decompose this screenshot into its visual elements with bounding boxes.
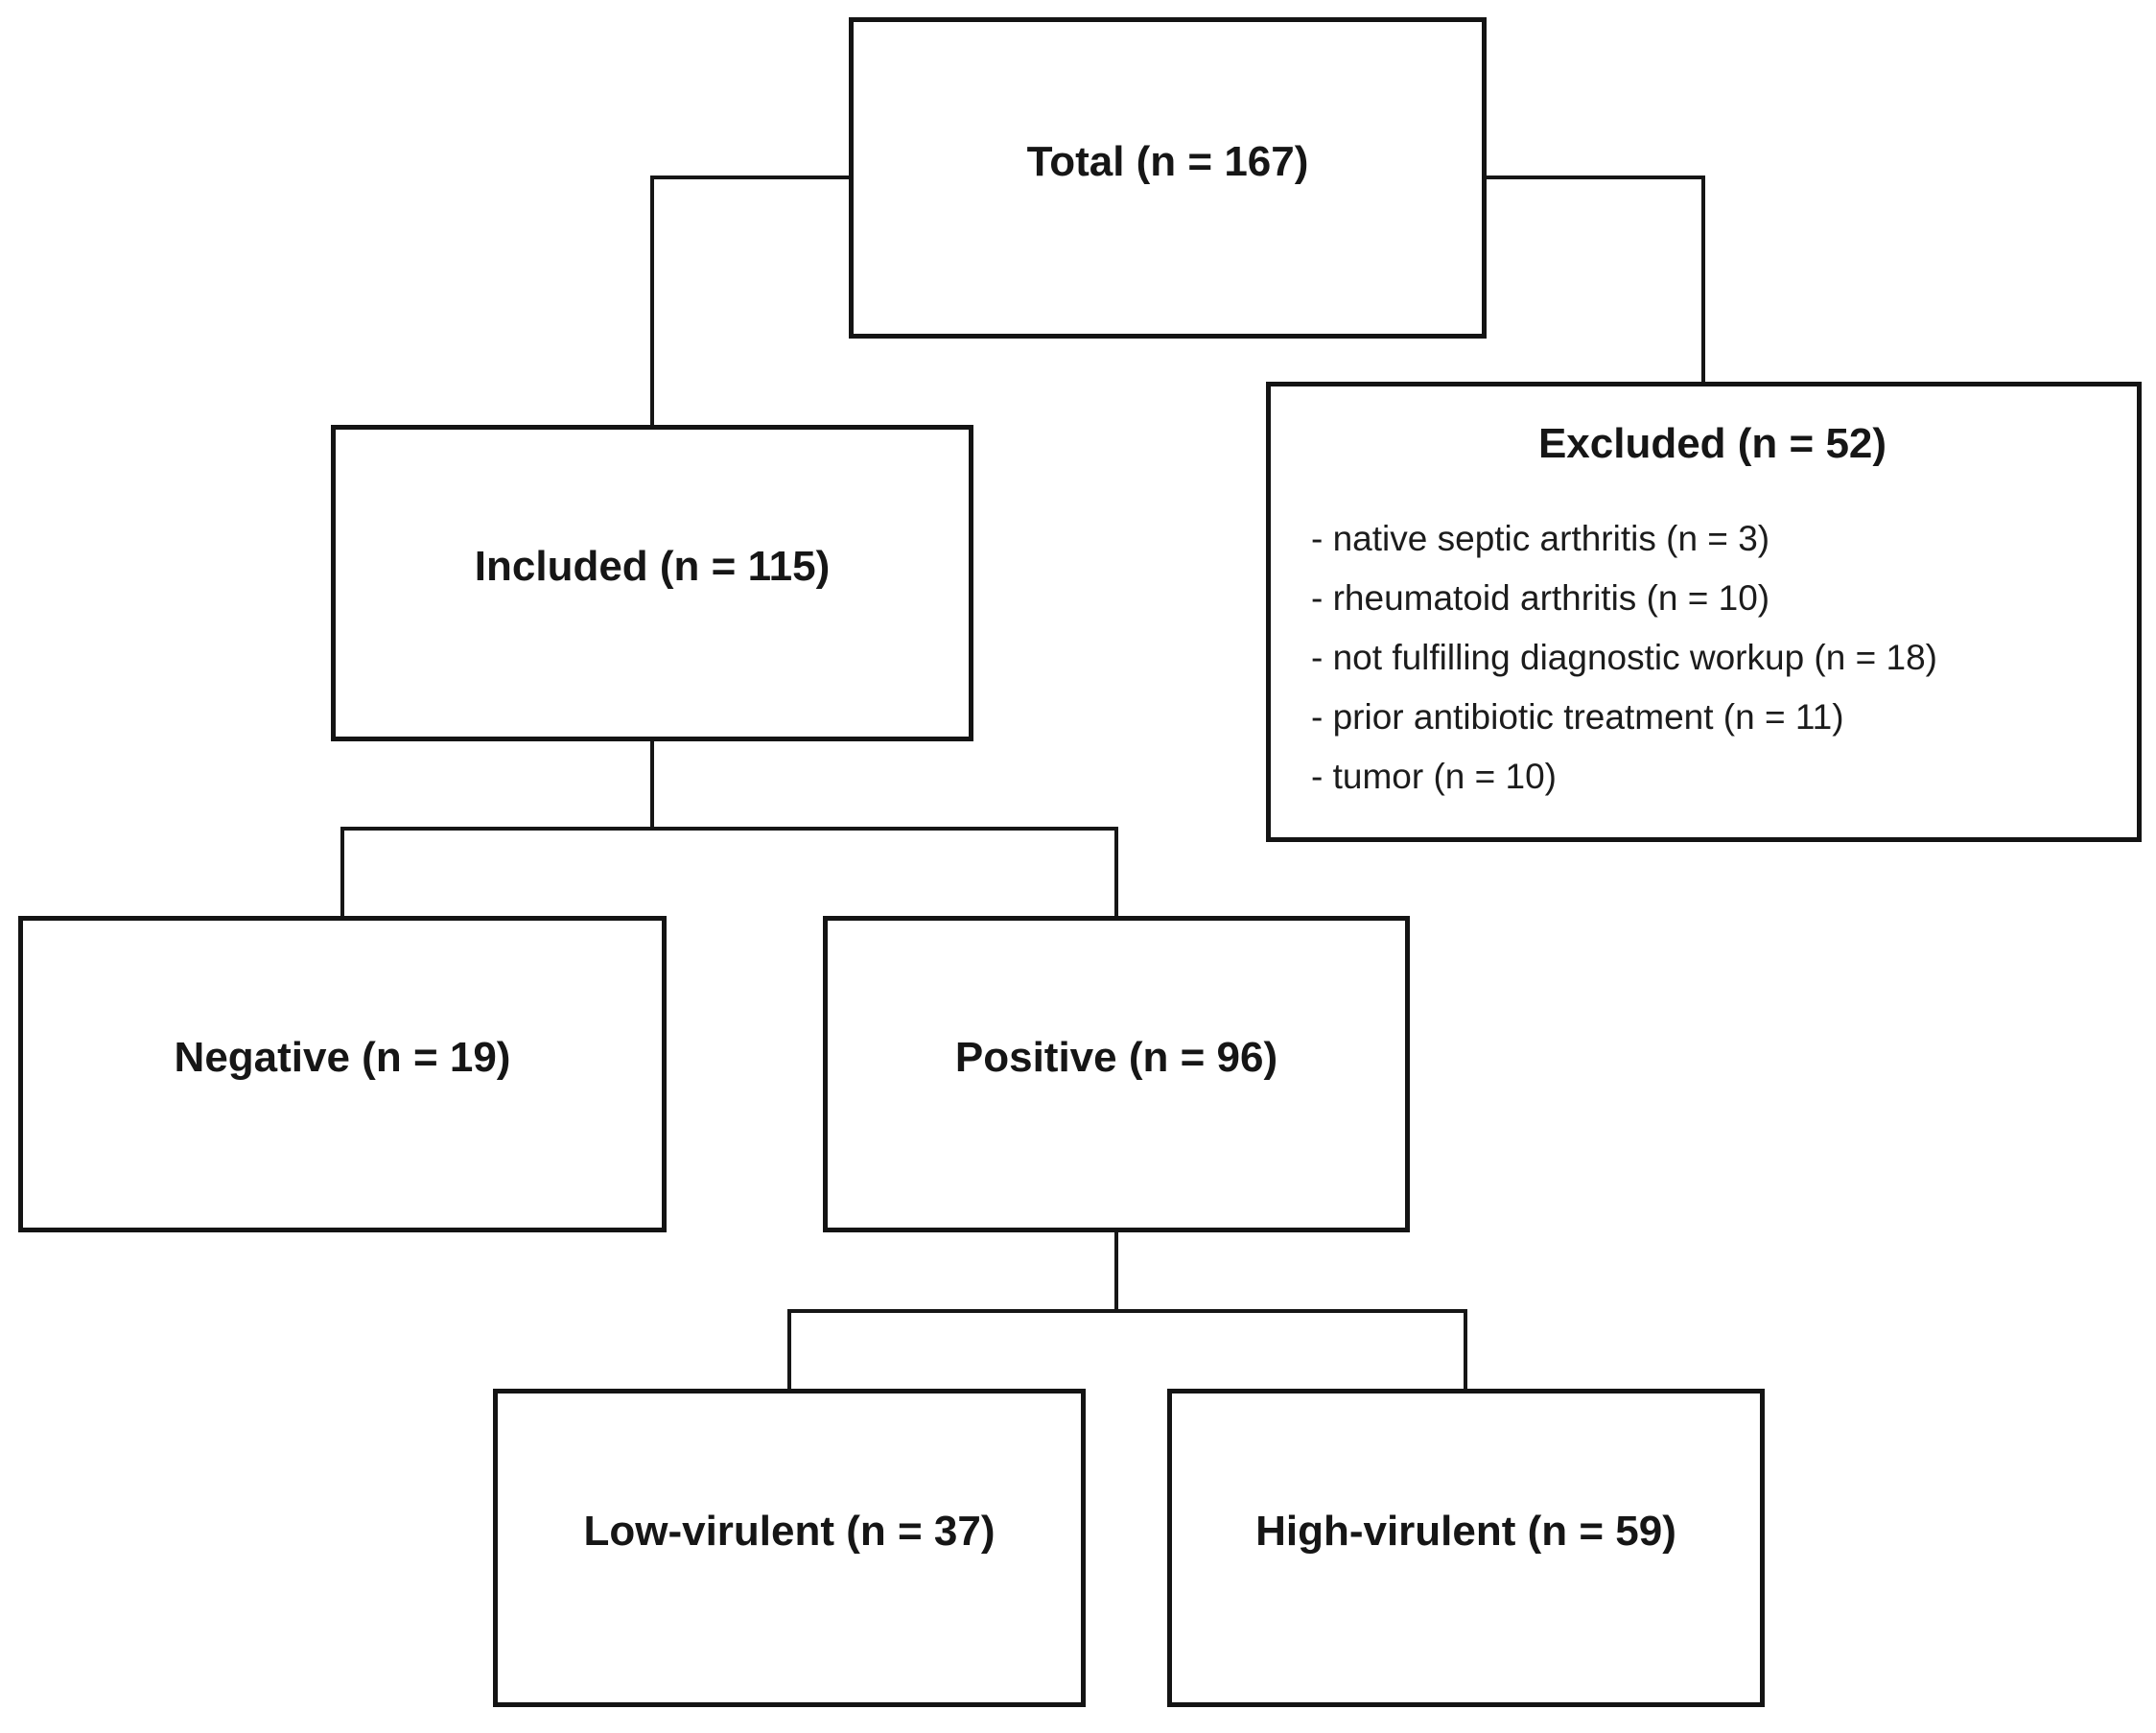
connector-total-excluded-horizontal bbox=[1487, 176, 1705, 179]
connector-positive-drop bbox=[1114, 827, 1118, 916]
connector-total-included-vertical bbox=[650, 176, 654, 425]
connector-included-split-horizontal bbox=[340, 827, 1118, 831]
node-high-virulent-label: High-virulent (n = 59) bbox=[1255, 1508, 1676, 1555]
node-low-virulent-label: Low-virulent (n = 37) bbox=[583, 1508, 996, 1555]
connector-negative-drop bbox=[340, 827, 344, 916]
connector-included-stem bbox=[650, 741, 654, 831]
node-positive-label: Positive (n = 96) bbox=[954, 1034, 1278, 1081]
node-negative-label: Negative (n = 19) bbox=[174, 1034, 511, 1081]
node-included-label: Included (n = 115) bbox=[474, 543, 831, 590]
excluded-reason-item: - tumor (n = 10) bbox=[1311, 757, 1558, 796]
node-high-virulent: High-virulent (n = 59) bbox=[1167, 1389, 1765, 1707]
connector-total-excluded-vertical bbox=[1701, 176, 1705, 382]
node-total-label: Total (n = 167) bbox=[1026, 137, 1309, 185]
excluded-reason-item: - native septic arthritis (n = 3) bbox=[1311, 519, 1770, 558]
connector-total-included-horizontal bbox=[650, 176, 849, 179]
excluded-reason-item: - prior antibiotic treatment (n = 11) bbox=[1311, 697, 1844, 737]
node-excluded: Excluded (n = 52) - native septic arthri… bbox=[1266, 382, 2142, 842]
connector-positive-split-horizontal bbox=[787, 1309, 1467, 1313]
excluded-reasons-list: - native septic arthritis (n = 3) - rheu… bbox=[1311, 509, 2114, 807]
excluded-reason-item: - rheumatoid arthritis (n = 10) bbox=[1311, 578, 1770, 618]
excluded-reason-item: - not fulfilling diagnostic workup (n = … bbox=[1311, 638, 1937, 677]
node-excluded-title: Excluded (n = 52) bbox=[1537, 420, 1887, 467]
node-negative: Negative (n = 19) bbox=[18, 916, 667, 1232]
node-positive: Positive (n = 96) bbox=[823, 916, 1410, 1232]
node-included: Included (n = 115) bbox=[331, 425, 973, 741]
connector-low-virulent-drop bbox=[787, 1309, 791, 1389]
connector-positive-stem bbox=[1114, 1232, 1118, 1313]
node-total: Total (n = 167) bbox=[849, 17, 1487, 339]
node-low-virulent: Low-virulent (n = 37) bbox=[493, 1389, 1086, 1707]
connector-high-virulent-drop bbox=[1464, 1309, 1467, 1389]
